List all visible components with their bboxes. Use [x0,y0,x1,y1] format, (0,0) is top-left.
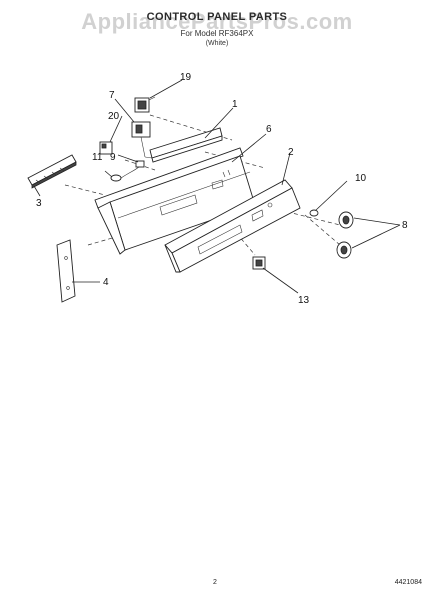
part-1-trim-strip [149,127,223,163]
callout-19: 19 [180,72,192,83]
page-number: 2 [213,579,217,586]
callout-13: 13 [298,295,310,306]
callout-7: 7 [109,90,115,101]
callout-1: 1 [232,99,238,110]
diagram-subtitle: For Model RF364PX [180,29,254,38]
part-3-terminal-block [27,154,77,189]
part-2-bracket-panel [164,179,301,273]
color-note: (White) [205,40,229,47]
callout-6: 6 [266,124,272,135]
leader-lines [33,79,401,294]
part-19-switch [134,96,156,113]
callout-8: 8 [402,220,408,231]
diagram-title: CONTROL PANEL PARTS [146,11,288,23]
document-part-number: 4421084 [394,579,422,586]
callout-3: 3 [36,198,42,209]
callout-11: 11 [92,152,103,163]
part-20-small-switch [99,141,113,155]
callout-4: 4 [103,277,109,288]
part-4-side-bracket [56,239,76,303]
callout-10: 10 [355,173,367,184]
callout-numbers: 19 1 7 20 6 2 9 11 10 8 3 4 13 [36,72,408,306]
part-9-11-connector [110,160,145,182]
callout-20: 20 [108,111,120,122]
callout-2: 2 [288,147,294,158]
callout-9: 9 [110,152,116,163]
part-13-indicator [252,256,266,270]
part-10-washer [309,209,319,217]
part-7-thermostat [131,121,153,159]
part-8-knobs [336,211,354,259]
watermark: AppliancePartsPros.com [81,9,353,34]
